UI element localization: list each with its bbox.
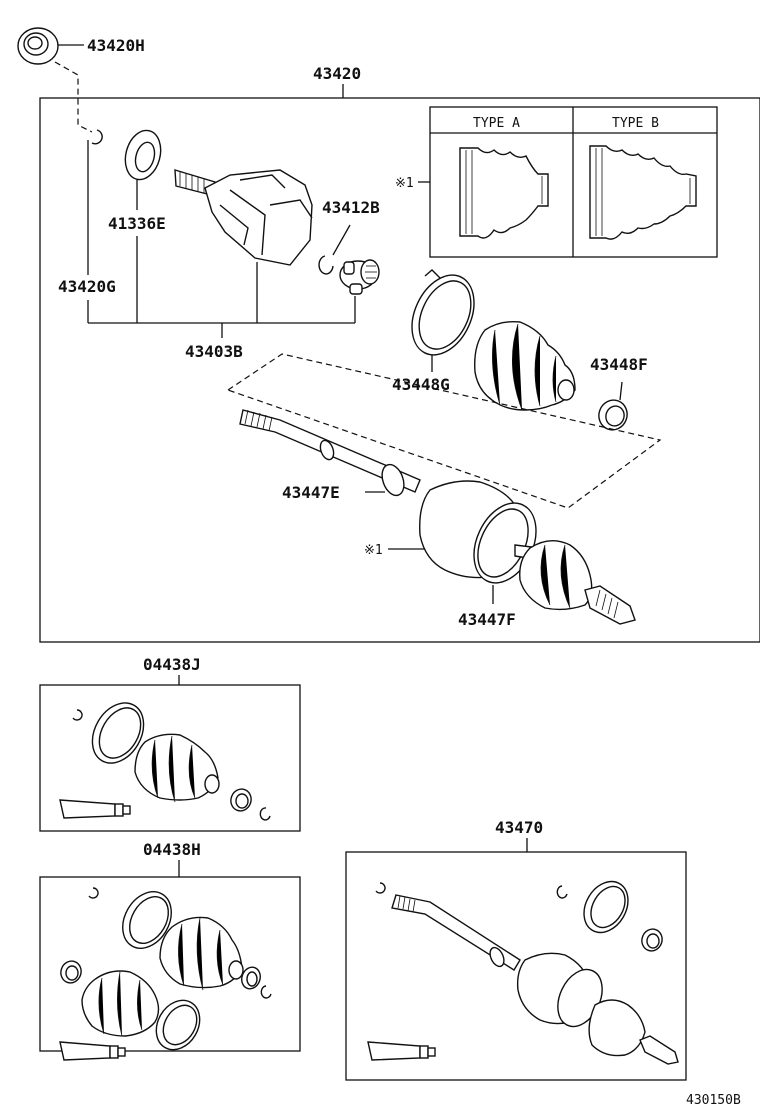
snap-ring-small[interactable] <box>91 129 103 145</box>
kit-h-boot-2[interactable] <box>81 970 160 1037</box>
label-43470: 43470 <box>495 818 543 837</box>
label-43420H: 43420H <box>87 36 145 55</box>
inboard-joint-housing[interactable] <box>174 169 313 266</box>
oil-seal-43420H[interactable] <box>17 27 59 65</box>
label-type-a: TYPE A <box>473 116 520 131</box>
clip-43412B[interactable] <box>318 255 334 275</box>
kit-h-band-large-2[interactable] <box>148 992 209 1057</box>
mark-type-reference: ※1 <box>395 176 414 191</box>
kit-box-04438J <box>39 684 301 832</box>
label-43447F: 43447F <box>458 610 516 629</box>
washer-41336E[interactable] <box>120 126 166 183</box>
asm-snap-ring[interactable] <box>375 882 386 894</box>
boot-band-43448G[interactable] <box>400 265 486 365</box>
figure-code: 430150B <box>686 1093 741 1108</box>
kit-h-band-small-2[interactable] <box>239 965 263 992</box>
kit-j-boot[interactable] <box>134 733 220 803</box>
kit-j-snap-ring[interactable] <box>72 709 83 721</box>
asm-clip[interactable] <box>556 885 568 899</box>
kit-h-boot-1[interactable] <box>159 916 244 991</box>
kit-box-04438H <box>39 876 301 1052</box>
asm-grease-tube[interactable] <box>367 1041 436 1061</box>
inboard-boot[interactable] <box>474 320 576 411</box>
kit-j-band-large[interactable] <box>82 694 154 772</box>
tripod-joint[interactable] <box>339 259 380 295</box>
outboard-boot-assembly[interactable] <box>419 480 636 625</box>
label-43420G: 43420G <box>58 277 116 296</box>
label-04438H: 04438H <box>143 840 201 859</box>
drive-shaft[interactable] <box>239 409 421 498</box>
label-41336E: 41336E <box>108 214 166 233</box>
mark-outer-boot: ※1 <box>364 543 383 558</box>
kit-h-snap-ring[interactable] <box>88 887 99 899</box>
label-43448G: 43448G <box>392 375 450 394</box>
boot-type-b[interactable] <box>589 145 697 240</box>
kit-h-clip[interactable] <box>260 985 272 999</box>
assembly-box-43420 <box>39 97 760 643</box>
label-43447E: 43447E <box>282 483 340 502</box>
boot-type-a[interactable] <box>459 147 549 239</box>
label-43448F: 43448F <box>590 355 648 374</box>
label-43412B: 43412B <box>322 198 380 217</box>
kit-h-grease-tube[interactable] <box>59 1041 126 1061</box>
asm-band-large[interactable] <box>575 874 637 941</box>
label-04438J: 04438J <box>143 655 201 674</box>
kit-h-band-large-1[interactable] <box>113 883 181 957</box>
boot-band-43448F[interactable] <box>595 396 632 434</box>
kit-h-band-small-1[interactable] <box>58 958 84 986</box>
asm-outboard-boot[interactable] <box>516 952 679 1065</box>
label-43403B: 43403B <box>185 342 243 361</box>
assembly-box-43470 <box>345 851 687 1081</box>
label-43420: 43420 <box>313 64 361 83</box>
dashed-group-outline <box>226 353 662 509</box>
kit-j-band-small[interactable] <box>228 786 254 814</box>
kit-j-grease-tube[interactable] <box>59 799 131 819</box>
asm-drive-shaft[interactable] <box>391 894 521 971</box>
label-type-b: TYPE B <box>612 116 659 131</box>
asm-band-small[interactable] <box>639 926 665 954</box>
kit-j-clip[interactable] <box>259 807 271 821</box>
